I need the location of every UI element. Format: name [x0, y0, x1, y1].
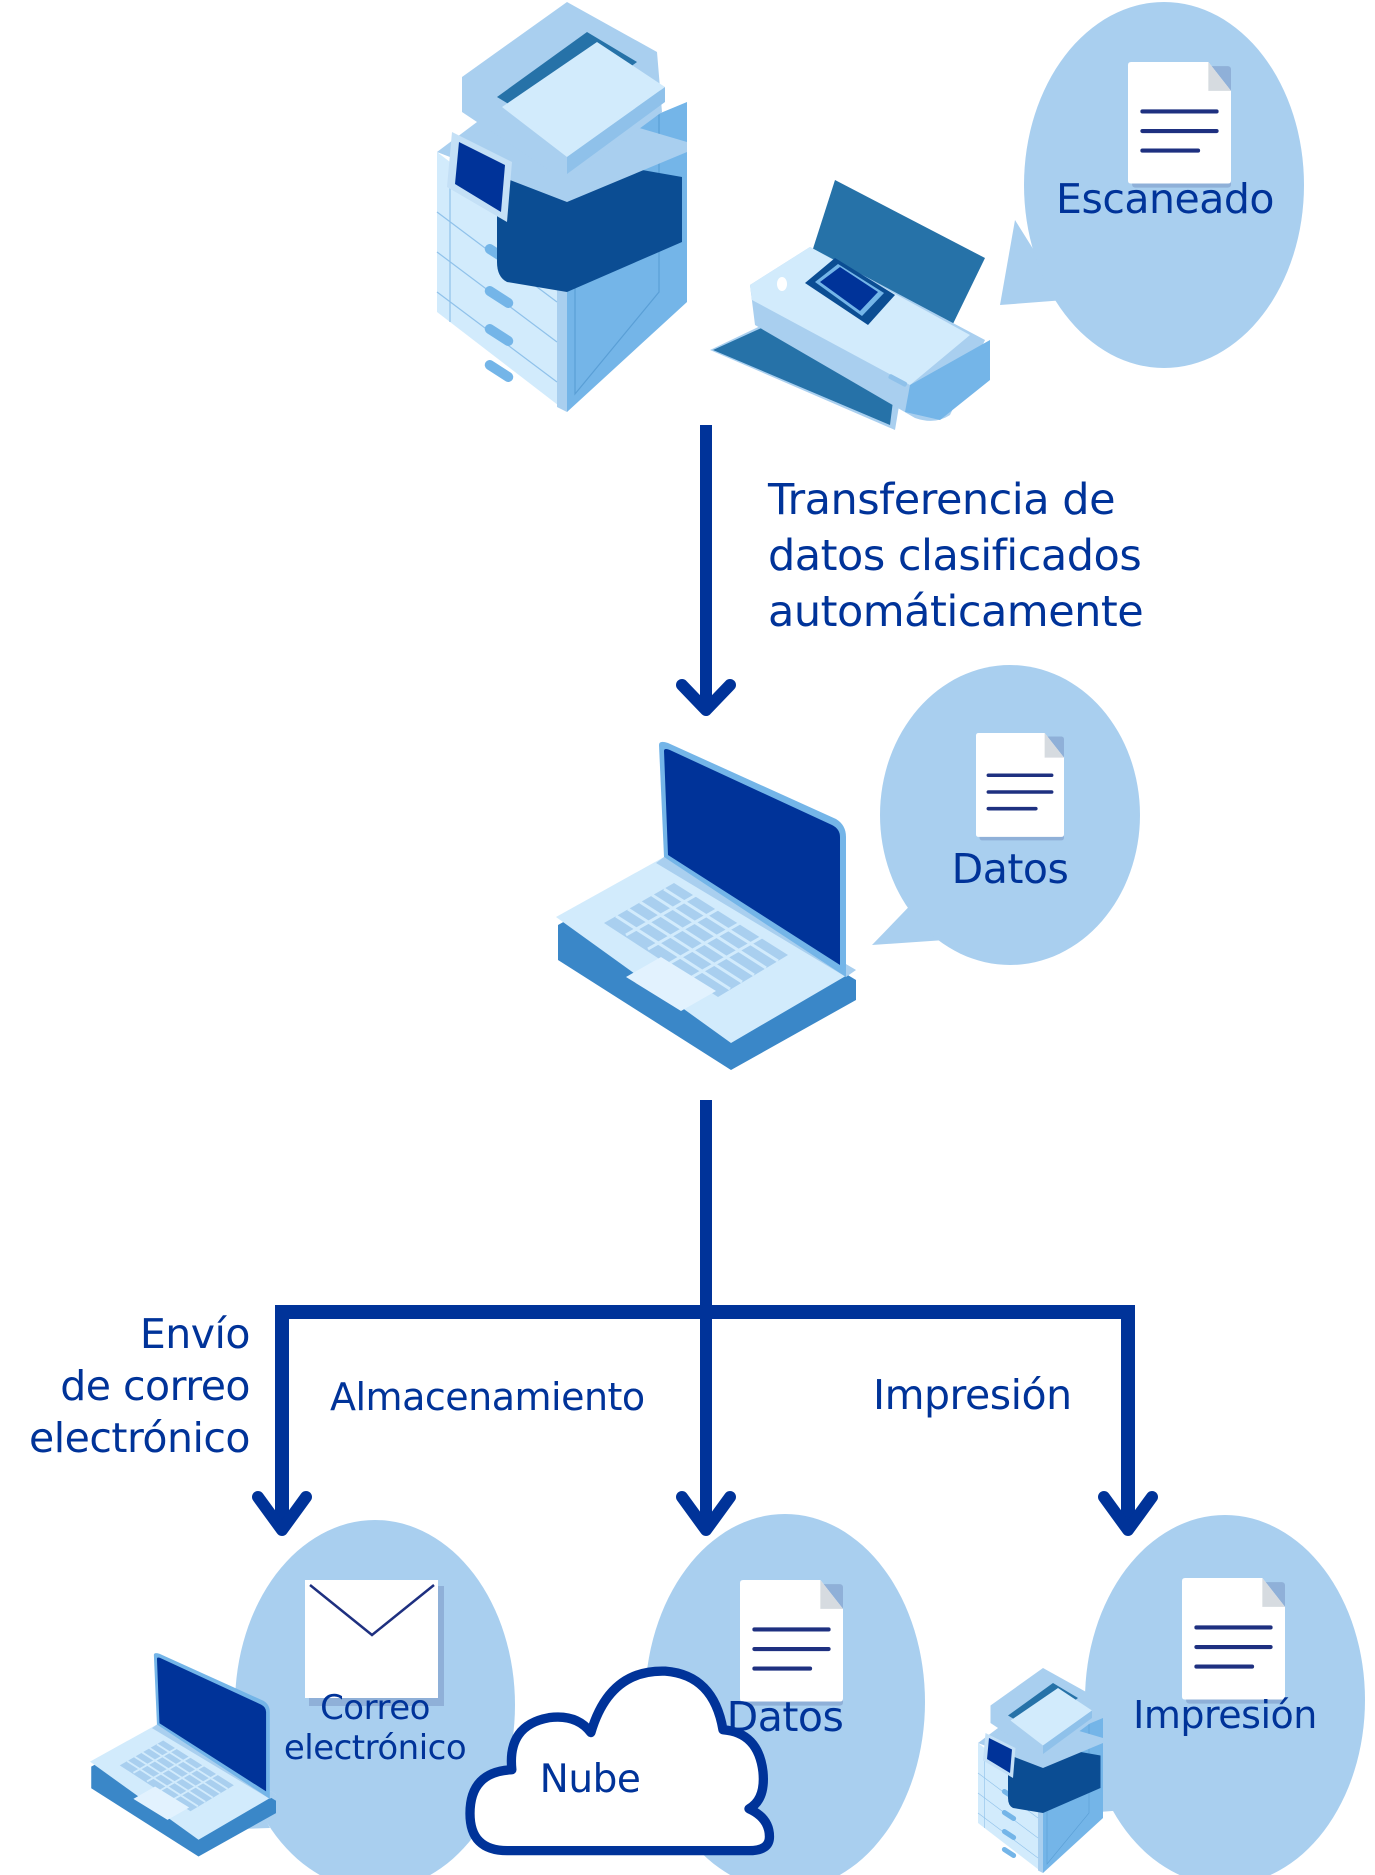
document-icon — [740, 1580, 843, 1706]
email-branch-label: Envío de correo electrónico — [0, 1308, 251, 1464]
data-bubble — [872, 665, 1140, 965]
email-bubble-label: Correo electrónico — [240, 1688, 510, 1768]
branch-arrow-email — [252, 1491, 312, 1536]
document-scanner-icon — [710, 180, 990, 430]
transfer-label-line: automáticamente — [768, 587, 1144, 637]
transfer-label-line: Transferencia de — [768, 475, 1116, 525]
print-branch-label: Impresión — [873, 1371, 1072, 1419]
cloud-label: Nube — [539, 1757, 641, 1802]
email-branch-label-line: electrónico — [28, 1414, 251, 1462]
multifunction-printer-icon — [436, 1, 688, 413]
document-icon — [1128, 62, 1231, 188]
storage-bubble-label: Datos — [726, 1693, 844, 1741]
email-branch-label-line: de correo — [60, 1362, 250, 1410]
transfer-label: Transferencia de datos clasificados auto… — [768, 472, 1144, 640]
branch-connectors — [275, 1100, 1135, 1530]
email-branch-label-line: Envío — [139, 1310, 251, 1358]
email-bubble-label-line: Correo — [320, 1688, 430, 1728]
transfer-arrow — [676, 425, 736, 716]
branch-arrow-storage — [676, 1491, 736, 1536]
print-bubble-label: Impresión — [1133, 1693, 1317, 1737]
document-icon — [1182, 1578, 1285, 1704]
scanned-bubble — [1000, 2, 1304, 368]
data-bubble-label: Datos — [951, 845, 1069, 893]
scanned-bubble-label: Escaneado — [1056, 175, 1274, 223]
storage-branch-label: Almacenamiento — [330, 1375, 645, 1419]
email-bubble-label-line: electrónico — [283, 1728, 467, 1768]
envelope-icon — [305, 1580, 444, 1706]
branch-arrow-print — [1098, 1491, 1158, 1536]
document-icon — [974, 731, 1066, 843]
print-printer-icon — [977, 1667, 1104, 1874]
transfer-label-line: datos clasificados — [768, 531, 1142, 581]
laptop-icon — [554, 740, 858, 1072]
